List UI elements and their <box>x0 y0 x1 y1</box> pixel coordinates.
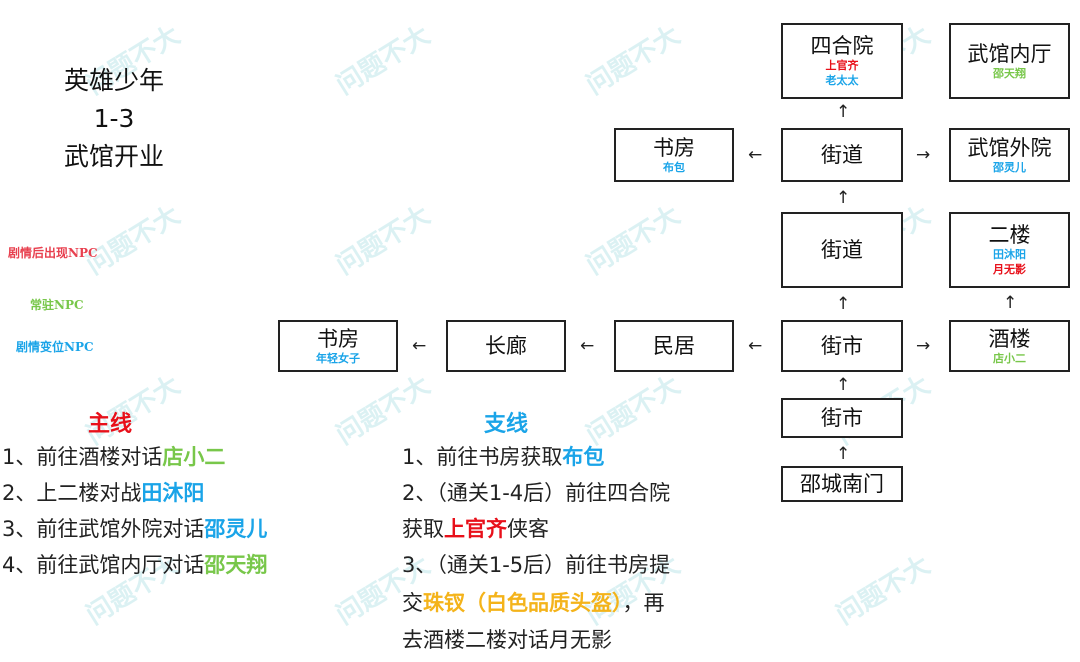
watermark: 问题不大 <box>581 370 686 451</box>
side-quest-line: 获取上官齐侠客 <box>402 517 549 541</box>
node-erlou: 二楼 田沐阳 月无影 <box>949 212 1070 288</box>
node-minju: 民居 <box>614 320 734 372</box>
arrow-up-icon: ↑ <box>1003 293 1018 313</box>
node-shufang-left: 书房 年轻女子 <box>278 320 398 372</box>
title-line: 1-3 <box>93 104 135 133</box>
arrow-up-icon: ↑ <box>836 375 851 395</box>
arrow-up-icon: ↑ <box>836 294 851 314</box>
main-quest-title: 主线 <box>88 412 133 437</box>
node-name: 武馆外院 <box>967 135 1052 160</box>
side-quest-line: 1、前往书房获取布包 <box>402 445 605 469</box>
side-quest-title: 支线 <box>484 412 529 437</box>
side-quest-line: 2、（通关1-4后）前往四合院 <box>402 481 671 505</box>
node-jiedao-top: 街道 <box>781 128 903 182</box>
node-name: 邵城南门 <box>800 472 884 496</box>
node-jiulou: 酒楼 店小二 <box>949 320 1070 372</box>
node-npc: 布包 <box>663 160 685 174</box>
node-npc: 田沐阳 <box>993 248 1026 261</box>
node-name: 四合院 <box>810 34 874 58</box>
node-name: 民居 <box>653 334 695 358</box>
node-wuguan-neiting: 武馆内厅 邵天翔 <box>949 23 1070 99</box>
arrow-up-icon: ↑ <box>836 444 851 464</box>
node-name: 酒楼 <box>988 326 1031 351</box>
title-line: 英雄少年 <box>63 66 164 95</box>
arrow-up-icon: ↑ <box>836 102 851 122</box>
node-npc: 年轻女子 <box>316 351 360 365</box>
page-title: 英雄少年 1-3 武馆开业 <box>50 62 178 176</box>
node-siheyuan: 四合院 上官齐 老太太 <box>781 23 903 99</box>
node-npc: 月无影 <box>993 263 1026 276</box>
watermark: 问题不大 <box>581 20 686 101</box>
node-name: 街市 <box>821 334 863 358</box>
watermark: 问题不大 <box>331 20 436 101</box>
side-quest-line: 交珠钗（白色品质头盔），再 <box>402 591 665 615</box>
node-npc: 老太太 <box>825 74 859 87</box>
node-jieshi-mid: 街市 <box>781 320 903 372</box>
node-npc: 邵天翔 <box>993 66 1026 80</box>
legend-item-resident-npc: 常驻NPC <box>30 298 84 312</box>
node-name: 街市 <box>821 406 863 430</box>
main-quest-item: 2、上二楼对战田沐阳 <box>2 481 205 505</box>
node-jiedao-mid: 街道 <box>781 212 903 288</box>
title-line: 武馆开业 <box>63 142 164 171</box>
node-name: 书房 <box>653 135 695 160</box>
watermark: 问题不大 <box>81 200 186 281</box>
arrow-up-icon: ↑ <box>836 188 851 208</box>
side-quest-line: 3、（通关1-5后）前往书房提 <box>402 553 671 577</box>
node-name: 书房 <box>317 326 359 351</box>
legend-item-moving-npc: 剧情变位NPC <box>16 340 94 354</box>
node-name: 街道 <box>821 143 863 167</box>
node-changlang: 长廊 <box>446 320 566 372</box>
watermark: 问题不大 <box>331 370 436 451</box>
node-npc: 店小二 <box>993 351 1026 365</box>
watermark: 问题不大 <box>831 550 936 631</box>
node-shufang-top: 书房 布包 <box>614 128 734 182</box>
main-quest-item: 4、前往武馆内厅对话邵天翔 <box>2 553 268 577</box>
main-quest-item: 3、前往武馆外院对话邵灵儿 <box>2 517 268 541</box>
arrow-left-icon: ← <box>748 336 763 356</box>
node-jieshi-bottom: 街市 <box>781 398 903 438</box>
node-name: 二楼 <box>988 223 1031 247</box>
node-npc: 邵灵儿 <box>993 160 1026 174</box>
arrow-left-icon: ← <box>412 336 427 356</box>
node-name: 长廊 <box>485 334 527 358</box>
node-wuguan-waiyuan: 武馆外院 邵灵儿 <box>949 128 1070 182</box>
watermark: 问题不大 <box>581 200 686 281</box>
watermark: 问题不大 <box>331 200 436 281</box>
legend-item-story-npc: 剧情后出现NPC <box>8 246 98 260</box>
side-quest-line: 去酒楼二楼对话月无影 <box>402 628 612 652</box>
node-name: 街道 <box>821 238 863 262</box>
arrow-right-icon: → <box>916 145 931 165</box>
arrow-left-icon: ← <box>748 145 763 165</box>
main-quest-item: 1、前往酒楼对话店小二 <box>2 445 226 469</box>
arrow-right-icon: → <box>916 336 931 356</box>
arrow-left-icon: ← <box>580 336 595 356</box>
node-nanmen: 邵城南门 <box>781 466 903 502</box>
node-npc: 上官齐 <box>825 59 859 72</box>
node-name: 武馆内厅 <box>967 41 1052 66</box>
